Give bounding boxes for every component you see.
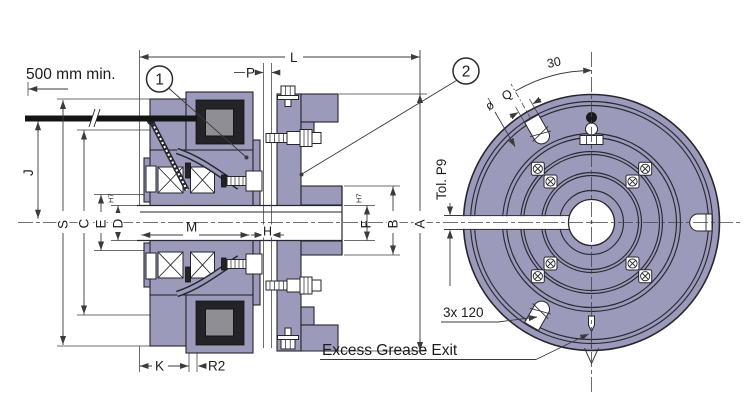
dim-D-label: D [111,219,126,229]
balloon-1-number: 1 [155,72,164,89]
dim-E-label: E [94,219,109,228]
dim-F-fit-label: H7 [355,193,364,203]
dim-S-label: S [56,220,71,229]
supply-cable [25,108,197,128]
slot-angle-label: 30 [546,54,563,71]
balloon-2 [452,57,480,85]
dim-D-fit-label: H7 [107,193,116,203]
flange-bolt-horizontal-bottom [265,276,322,295]
excess-grease-exit-label: Excess Grease Exit [322,342,458,359]
flange-bolt-vertical-bottom [277,327,299,350]
dim-R2-label: R2 [208,359,225,374]
cable-note: 500 mm min. [26,66,116,83]
balloon-2-number: 2 [462,64,471,81]
dim-K-label: K [155,359,164,374]
dim-J-label: J [21,169,36,176]
flange-bolt-vertical-top [277,85,299,107]
labels: 500 mm min. 1 2 L P M H K R2 J S C E D H… [21,50,562,374]
hub-wall-top [300,185,343,206]
slot-pattern-label: 3x 120 [443,305,484,320]
dim-H-label: H [263,225,272,239]
slot-axis-line [510,83,532,120]
dim-C-label: C [77,219,92,229]
dim-P-label: P [246,66,255,81]
dim-B-label: B [386,219,401,228]
dim-M-label: M [186,220,197,235]
hub-wall-bottom [300,240,343,256]
dim-L-label: L [290,50,298,65]
keyway-tolerance-label: Tol. P9 [434,159,449,200]
dim-F-label: F [359,220,374,228]
dim-Q-label: Q [499,86,515,103]
dim-A-label: A [413,219,428,228]
dimension-graphics [27,48,592,371]
radial-slot-120 [523,113,551,145]
diameter-symbol-label: ø [483,97,498,113]
front-view [444,93,721,365]
cross-section-view [25,50,343,372]
flange-bolt-horizontal-top [265,129,322,147]
balloon-1 [145,65,174,93]
